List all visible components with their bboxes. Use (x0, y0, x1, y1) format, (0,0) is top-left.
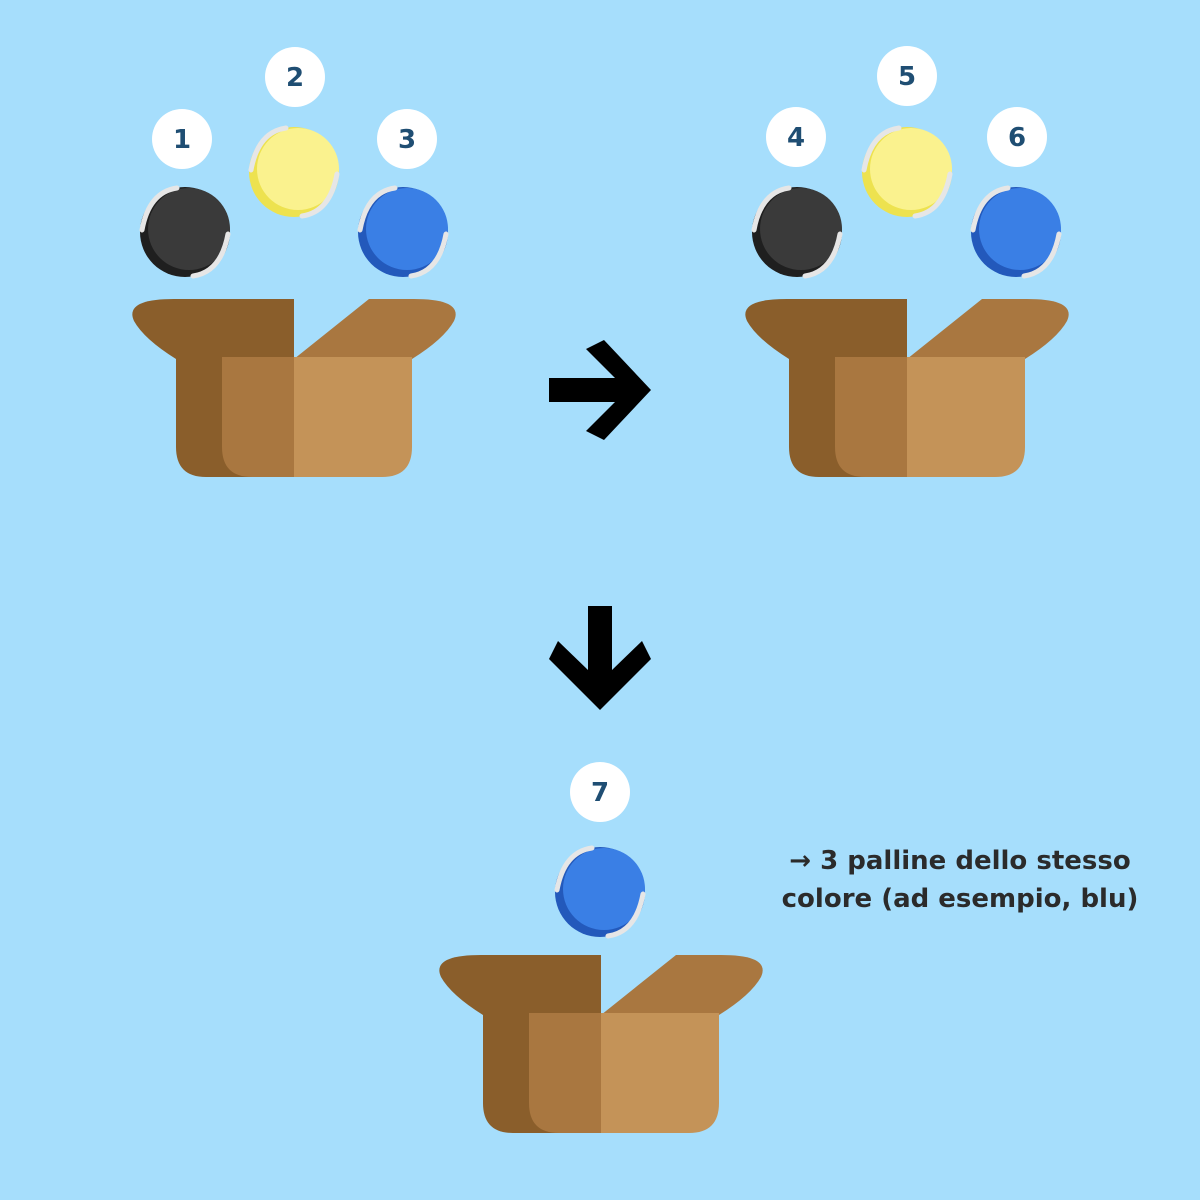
right-arrow-icon (549, 340, 651, 440)
box-3 (439, 955, 763, 1133)
badge-number: 1 (173, 125, 191, 155)
ball-3-blue (357, 185, 449, 279)
ball-5-yellow (861, 125, 953, 219)
badge-number: 2 (286, 63, 304, 93)
badge-6: 6 (987, 107, 1047, 167)
ball-4-black (751, 185, 843, 279)
ball-6-blue (970, 185, 1062, 279)
badge-4: 4 (766, 107, 826, 167)
badge-number: 6 (1008, 123, 1026, 153)
badge-3: 3 (377, 109, 437, 169)
badge-7: 7 (570, 762, 630, 822)
down-arrow-icon (549, 606, 651, 710)
badge-number: 5 (898, 62, 916, 92)
caption-line-1: → 3 palline dello stesso (789, 846, 1131, 876)
badge-number: 4 (787, 123, 805, 153)
badge-number: 7 (591, 778, 609, 808)
caption-line-2: colore (ad esempio, blu) (781, 884, 1139, 914)
badge-number: 3 (398, 125, 416, 155)
badge-1: 1 (152, 109, 212, 169)
ball-1-black (139, 185, 231, 279)
caption: → 3 palline dello stesso colore (ad esem… (760, 842, 1160, 918)
box-1 (132, 299, 456, 477)
ball-2-yellow (248, 125, 340, 219)
ball-7-blue (554, 845, 646, 939)
badge-5: 5 (877, 46, 937, 106)
badge-2: 2 (265, 47, 325, 107)
box-2 (745, 299, 1069, 477)
